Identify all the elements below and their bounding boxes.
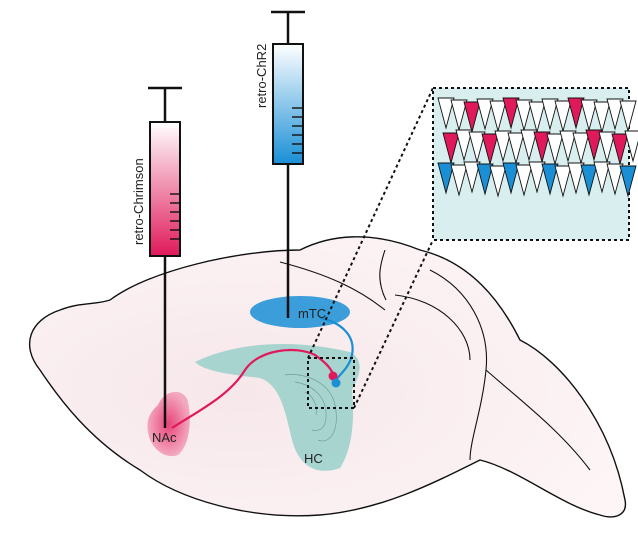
unlabeled-neuron [598, 131, 616, 164]
syringe-chr2 [271, 10, 305, 318]
unlabeled-neuron [554, 100, 572, 133]
inset-cells [437, 97, 638, 198]
unlabeled-neuron [489, 165, 507, 198]
chrimson-neuron [611, 133, 629, 166]
unlabeled-neuron [520, 129, 538, 162]
chr2-neuron [541, 163, 559, 196]
unlabeled-neuron [606, 163, 624, 196]
unlabeled-neuron [450, 99, 468, 132]
unlabeled-neuron [593, 101, 611, 134]
nac-region [147, 391, 190, 457]
unlabeled-neuron [572, 132, 590, 165]
cerebellum-line [429, 269, 488, 461]
chrimson-neuron [502, 97, 520, 130]
chr2-neuron [502, 162, 520, 195]
unlabeled-neuron [468, 131, 486, 164]
brainstem-line [485, 369, 591, 471]
label-nac: NAc [152, 430, 177, 445]
label-retro-chr2: retro-ChR2 [254, 44, 269, 108]
chr2-neuron [580, 164, 598, 197]
label-retro-chrimson: retro-Chrimson [131, 158, 146, 245]
chrimson-neuron [533, 131, 551, 164]
chrimson-neuron [463, 101, 481, 134]
chrimson-projection [171, 348, 335, 429]
unlabeled-neuron [593, 161, 611, 194]
unlabeled-neuron [515, 99, 533, 132]
label-mtc: mTC [298, 306, 326, 321]
hc-region [195, 343, 360, 471]
unlabeled-neuron [580, 99, 598, 132]
chrimson-neuron [481, 133, 499, 166]
label-hc: HC [304, 451, 323, 466]
cerebellum-line [394, 294, 471, 361]
unlabeled-neuron [567, 162, 585, 195]
unlabeled-neuron [489, 100, 507, 133]
chrimson-cell [328, 371, 338, 381]
cortex-fold [379, 249, 387, 301]
unlabeled-neuron [541, 98, 559, 131]
chr2-neuron [437, 162, 455, 195]
unlabeled-neuron [528, 101, 546, 134]
unlabeled-neuron [515, 164, 533, 197]
unlabeled-neuron [437, 97, 455, 130]
unlabeled-neuron [619, 100, 637, 133]
syringe-chrimson [148, 86, 182, 428]
chr2-neuron [619, 165, 637, 198]
unlabeled-neuron [559, 130, 577, 163]
chrimson-neuron [567, 97, 585, 130]
chr2-neuron [476, 163, 494, 196]
chrimson-neuron [442, 132, 460, 165]
unlabeled-neuron [546, 133, 564, 166]
unlabeled-neuron [554, 165, 572, 198]
hc-structure [304, 391, 317, 416]
unlabeled-neuron [494, 130, 512, 163]
cortex-fold [279, 261, 386, 311]
chr2-projection [319, 316, 354, 381]
unlabeled-neuron [463, 161, 481, 194]
inset-panel [432, 87, 638, 241]
unlabeled-neuron [606, 98, 624, 131]
unlabeled-neuron [450, 164, 468, 197]
unlabeled-neuron [528, 161, 546, 194]
unlabeled-neuron [624, 130, 638, 163]
unlabeled-neuron [476, 98, 494, 131]
unlabeled-neuron [455, 129, 473, 162]
zoom-line [353, 239, 434, 409]
unlabeled-neuron [507, 132, 525, 165]
zoom-line [307, 87, 434, 359]
chr2-cell [331, 378, 341, 388]
chrimson-neuron [585, 129, 603, 162]
